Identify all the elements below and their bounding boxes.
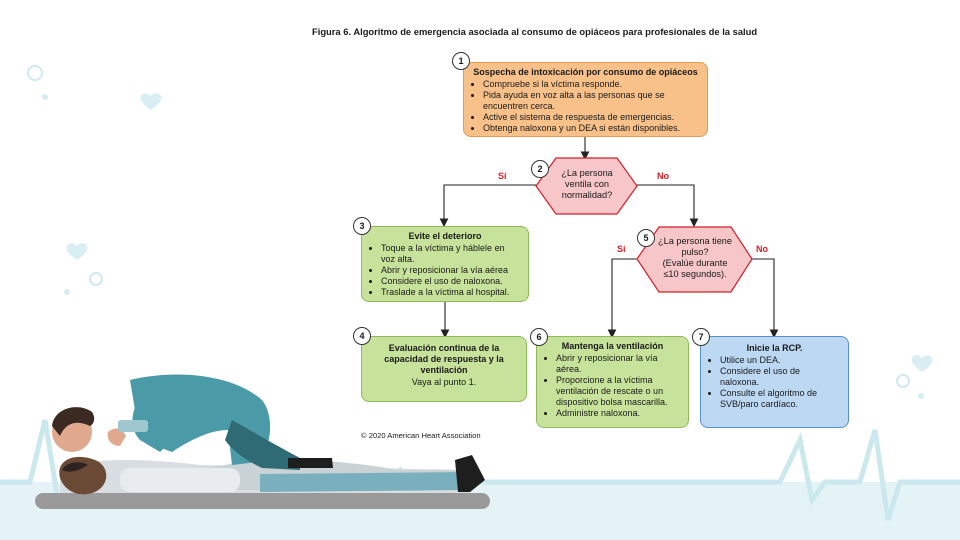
step-4-title: Evaluación continua de la capacidad de r… bbox=[384, 343, 504, 375]
list-item: Traslade a la víctima al hospital. bbox=[381, 287, 520, 298]
list-item: Compruebe si la víctima responde. bbox=[483, 79, 699, 90]
step-5-question: ¿La persona tiene pulso? (Evalúe durante… bbox=[655, 236, 735, 280]
decision-diamond-2 bbox=[535, 157, 638, 215]
step-6-title: Mantenga la ventilación bbox=[561, 341, 664, 351]
no-label: No bbox=[756, 244, 768, 254]
list-item: Consulte el algoritmo de SVB/paro cardía… bbox=[720, 388, 840, 410]
step-1-title: Sospecha de intoxicación por consumo de … bbox=[473, 67, 698, 77]
step-3-title: Evite el deterioro bbox=[408, 231, 482, 241]
step-3-box: Evite el deterioro Toque a la víctima y … bbox=[361, 226, 529, 302]
heart-icon bbox=[911, 355, 933, 372]
arrow-5-6 bbox=[607, 258, 637, 339]
step-7-title: Inicie la RCP. bbox=[746, 343, 803, 353]
step-2-number: 2 bbox=[531, 160, 549, 178]
step-4-number: 4 bbox=[353, 327, 371, 345]
step-5-text: ¿La persona tiene pulso? bbox=[657, 236, 733, 257]
step-2-question: ¿La persona ventila con normalidad? bbox=[561, 168, 613, 200]
figure-title: Figura 6. Algoritmo de emergencia asocia… bbox=[312, 26, 758, 37]
step-5-subtext: (Evalúe durante ≤10 segundos). bbox=[662, 258, 728, 279]
step-7-box: Inicie la RCP. Utilice un DEA. Considere… bbox=[700, 336, 849, 428]
list-item: Administre naloxona. bbox=[556, 408, 680, 419]
arrow-5-7 bbox=[752, 258, 779, 339]
copyright-notice: © 2020 American Heart Association bbox=[361, 431, 481, 440]
bubble-icon bbox=[89, 272, 103, 286]
step-1-number: 1 bbox=[452, 52, 470, 70]
list-item: Utilice un DEA. bbox=[720, 355, 840, 366]
list-item: Considere el uso de naloxona. bbox=[720, 366, 840, 388]
step-7-list: Utilice un DEA. Considere el uso de nalo… bbox=[709, 355, 840, 410]
bubble-icon bbox=[918, 393, 924, 399]
step-4-box: Evaluación continua de la capacidad de r… bbox=[361, 336, 527, 402]
step-6-list: Abrir y reposicionar la vía aérea. Propo… bbox=[545, 353, 680, 419]
list-item: Considere el uso de naloxona. bbox=[381, 276, 520, 287]
no-label: No bbox=[657, 171, 669, 181]
heart-icon bbox=[66, 243, 88, 260]
list-item: Abrir y reposicionar la vía aérea. bbox=[556, 353, 680, 375]
list-item: Abrir y reposicionar la vía aérea bbox=[381, 265, 520, 276]
step-6-box: Mantenga la ventilación Abrir y reposici… bbox=[536, 336, 689, 428]
list-item: Pida ayuda en voz alta a las personas qu… bbox=[483, 90, 699, 112]
step-5-number: 5 bbox=[637, 229, 655, 247]
arrow-2-3 bbox=[439, 184, 536, 228]
bubble-icon bbox=[42, 94, 48, 100]
yes-label: Sí bbox=[617, 244, 626, 254]
list-item: Toque a la víctima y háblele en voz alta… bbox=[381, 243, 520, 265]
step-7-number: 7 bbox=[692, 328, 710, 346]
bubble-icon bbox=[896, 374, 910, 388]
bubble-icon bbox=[64, 289, 70, 295]
cpr-rescuer-illustration bbox=[35, 374, 490, 509]
step-4-body: Vaya al punto 1. bbox=[411, 377, 477, 387]
step-1-box: Sospecha de intoxicación por consumo de … bbox=[463, 62, 708, 137]
arrow-2-5 bbox=[637, 184, 699, 228]
list-item: Obtenga naloxona y un DEA si están dispo… bbox=[483, 123, 699, 134]
list-item: Active el sistema de respuesta de emerge… bbox=[483, 112, 699, 123]
step-3-number: 3 bbox=[353, 217, 371, 235]
yes-label: Sí bbox=[498, 171, 507, 181]
heart-icon bbox=[140, 93, 162, 110]
decision-diamond-5 bbox=[636, 226, 753, 293]
step-3-list: Toque a la víctima y háblele en voz alta… bbox=[370, 243, 520, 298]
step-1-list: Compruebe si la víctima responde. Pida a… bbox=[472, 79, 699, 134]
bubble-icon bbox=[27, 65, 43, 81]
step-6-number: 6 bbox=[530, 328, 548, 346]
list-item: Proporcione a la víctima ventilación de … bbox=[556, 375, 680, 408]
